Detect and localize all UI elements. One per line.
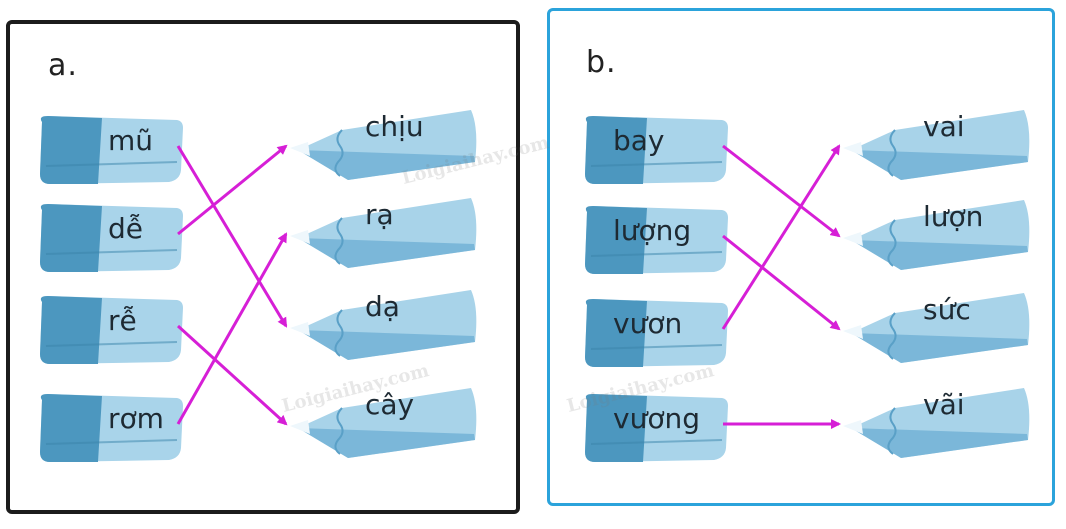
pencil-1-0 <box>843 110 1030 180</box>
right-word: vai <box>923 110 965 143</box>
panel-b-label: b. <box>586 45 617 80</box>
panel-a-label: a. <box>48 48 78 83</box>
right-word: cây <box>365 388 415 421</box>
pencil-1-2 <box>843 293 1030 363</box>
left-word: dễ <box>108 212 143 245</box>
eraser-1-1 <box>585 206 728 274</box>
eraser-1-3 <box>585 394 728 462</box>
right-word: rạ <box>365 198 394 231</box>
right-word: lượn <box>923 200 984 233</box>
left-word: vương <box>613 402 700 435</box>
left-word: vươn <box>613 307 683 340</box>
panel-b: b. <box>547 8 1055 506</box>
eraser-1-2 <box>585 299 728 367</box>
left-word: bay <box>613 124 665 157</box>
left-word: mũ <box>108 124 154 157</box>
panel-a: a. <box>6 20 520 514</box>
pencil-0-1 <box>290 198 477 268</box>
pencil-1-3 <box>843 388 1030 458</box>
eraser-0-2 <box>40 296 183 364</box>
left-word: rơm <box>108 402 164 435</box>
right-word: dạ <box>365 290 400 323</box>
left-word: lượng <box>613 214 692 247</box>
link-arrow-0-2 <box>176 324 288 426</box>
link-arrow-1-1 <box>722 234 841 331</box>
pencil-1-1 <box>843 200 1030 270</box>
eraser-0-3 <box>40 394 183 462</box>
link-arrow-0-0 <box>176 145 288 328</box>
link-arrow-1-0 <box>722 144 841 238</box>
pencil-0-2 <box>290 290 477 360</box>
left-word: rễ <box>108 304 137 337</box>
eraser-1-0 <box>585 116 728 184</box>
link-arrow-0-3 <box>176 232 288 425</box>
link-arrow-0-1 <box>177 144 288 236</box>
right-word: sức <box>923 293 971 326</box>
eraser-0-0 <box>40 116 183 184</box>
right-word: vãi <box>923 388 965 421</box>
pencil-0-3 <box>290 388 477 458</box>
right-word: chịu <box>365 110 424 143</box>
eraser-0-1 <box>40 204 183 272</box>
link-arrow-1-2 <box>721 144 841 330</box>
pencil-0-0 <box>290 110 477 180</box>
